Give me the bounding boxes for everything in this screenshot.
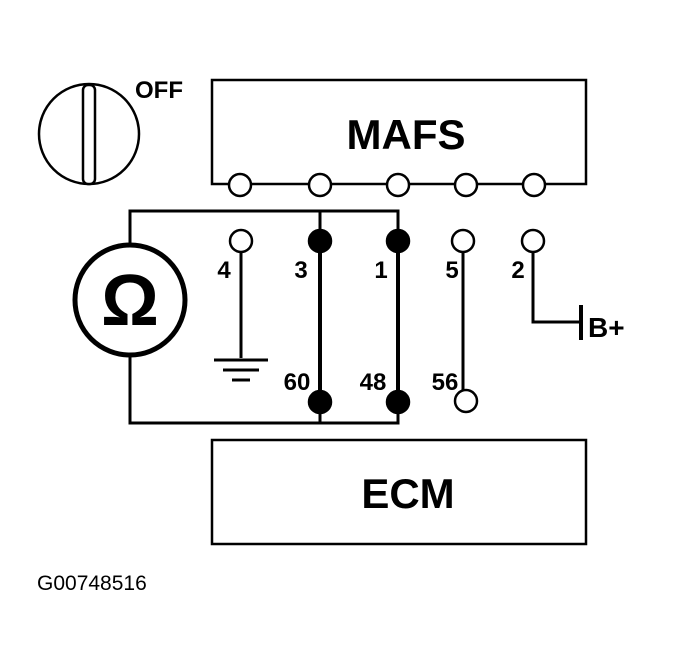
ohmmeter bbox=[72, 242, 188, 358]
mafs-pin bbox=[227, 172, 253, 198]
ecm-box bbox=[210, 438, 588, 546]
ground-symbol bbox=[214, 358, 268, 382]
pin-3 bbox=[307, 228, 333, 254]
pin-1 bbox=[385, 228, 411, 254]
mafs-connector-pins bbox=[227, 172, 547, 198]
pin-2-supply-wire bbox=[531, 252, 580, 324]
mafs-pin bbox=[307, 172, 333, 198]
pin-56-label: 56 bbox=[432, 369, 459, 396]
mafs-pin bbox=[521, 172, 547, 198]
pin-5-label: 5 bbox=[445, 257, 458, 284]
test-pins bbox=[228, 228, 546, 254]
pin-60 bbox=[307, 389, 333, 415]
pin-60-label: 60 bbox=[284, 369, 311, 396]
pin-48 bbox=[385, 389, 411, 415]
ohmmeter-top-lead bbox=[128, 209, 400, 247]
pin-48-label: 48 bbox=[360, 369, 387, 396]
pin-4-label: 4 bbox=[217, 257, 231, 284]
mafs-pin bbox=[385, 172, 411, 198]
pin-2 bbox=[520, 228, 546, 254]
ecm-label: ECM bbox=[361, 470, 454, 517]
mafs-box bbox=[210, 78, 588, 186]
pin-3-label: 3 bbox=[294, 257, 307, 284]
mafs-pin bbox=[453, 172, 479, 198]
ignition-switch bbox=[37, 82, 141, 186]
ohmmeter-bottom-lead bbox=[128, 353, 400, 425]
pin-1-label: 1 bbox=[374, 257, 387, 284]
supply-label: B+ bbox=[588, 312, 625, 343]
figure-id: G00748516 bbox=[37, 572, 147, 595]
mafs-label: MAFS bbox=[347, 111, 466, 158]
ignition-switch-key-slot bbox=[81, 83, 97, 186]
pin-5 bbox=[450, 228, 476, 254]
switch-off-label: OFF bbox=[135, 77, 183, 104]
pin-2-label: 2 bbox=[511, 257, 524, 284]
ohm-symbol: Ω bbox=[101, 261, 159, 341]
pin-56 bbox=[453, 388, 479, 414]
pin-4 bbox=[228, 228, 254, 254]
